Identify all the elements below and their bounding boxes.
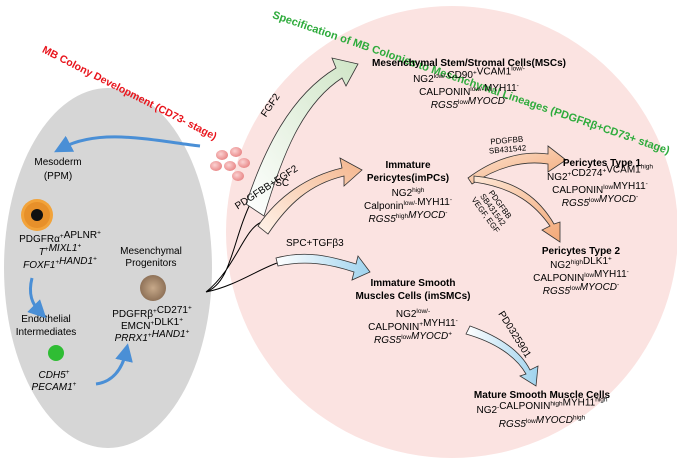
endothelial-markers: CDH5+PECAM1+	[32, 369, 77, 393]
marker-line: PRRX1+HAND1+	[115, 328, 190, 344]
marker-line: NG2low/-CD90+VCAM1low/-	[413, 66, 525, 85]
spc-tgf-arrow	[275, 253, 371, 281]
marker-line: RGS5lowMYOCD+	[374, 330, 452, 346]
ppm-label: (PPM)	[44, 171, 72, 182]
fgf2-arrow	[245, 57, 359, 217]
impc-title-2: Pericytes(imPCs)	[367, 173, 449, 184]
mesenchymal-cell-icon	[140, 275, 166, 301]
pc2-markers: NG2highDLK1+CALPONINlowMYH11-RGS5lowMYOC…	[533, 255, 629, 297]
marker-line: RGS5lowMYOCD-	[543, 281, 619, 297]
marker-line: PDGFRβ+CD271+	[112, 304, 192, 320]
marker-line: CALPONINlow/-MYH11-	[419, 82, 519, 98]
marker-line: NG2high	[392, 187, 425, 199]
intermediates-label: Intermediates	[16, 327, 77, 338]
impc-to-pc1-arrow	[467, 145, 567, 185]
marker-line: RGS5lowMYOCD-	[431, 95, 507, 111]
imsmc-to-msmc-arrow	[465, 325, 539, 387]
marker-line: RGS5lowMYOCDhigh	[499, 414, 586, 430]
pc2-title: Pericytes Type 2	[542, 246, 621, 257]
arrow-mesoderm-to-endothelial	[27, 277, 47, 319]
pdgfbb-fgf2-arrow	[257, 157, 363, 235]
marker-line: PDGFRα+APLNR+	[19, 229, 101, 245]
marker-line: PECAM1+	[32, 381, 77, 393]
arrow-endothelial-to-mesenchymal	[95, 343, 133, 386]
marker-line: CALPONIN+MYH11-	[368, 317, 458, 333]
msmc-markers: NG2-CALPONINhighMYH11highRGS5lowMYOCDhig…	[476, 397, 607, 430]
mesoderm-label: Mesoderm	[34, 157, 81, 168]
marker-line: NG2low/-	[396, 308, 430, 320]
marker-line: T+MIXL1+	[39, 242, 82, 258]
hpsc-cluster-icon	[210, 147, 250, 181]
imsmc-title-2: Muscles Cells (imSMCs)	[355, 291, 470, 302]
mp-markers: PDGFRβ+CD271+EMCN+DLK1+PRRX1+HAND1+	[112, 304, 192, 344]
msc-title: Mesenchymal Stem/Stromal Cells(MSCs)	[372, 58, 566, 69]
mesenchymal-label: Mesenchymal	[120, 246, 182, 257]
marker-line: RGS5highMYOCD-	[369, 209, 448, 225]
imsmc-markers: NG2low/-CALPONIN+MYH11-RGS5lowMYOCD+	[368, 308, 458, 346]
marker-line: NG2highDLK1+	[550, 255, 612, 271]
mesoderm-cell-icon	[21, 199, 53, 231]
arrow-hpsc-to-mesoderm	[54, 135, 201, 153]
spc-tgf-label: SPC+TGFβ3	[286, 238, 344, 249]
marker-line: CALPONINlowMYH11-	[552, 180, 648, 196]
ppm-markers: PDGFRα+APLNR+T+MIXL1+FOXF1+HAND1+	[19, 229, 101, 271]
endothelial-label: Endothelial	[21, 314, 70, 325]
imsmc-title-1: Immature Smooth	[370, 278, 455, 289]
pc1-title: Pericytes Type 1	[563, 158, 642, 169]
impc-title-1: Immature	[385, 160, 430, 171]
msc-markers: NG2low/-CD90+VCAM1low/-CALPONINlow/-MYH1…	[413, 66, 525, 111]
marker-line: Calponinlow/-MYH11-	[364, 196, 452, 212]
pdgfbb-sb-label-2: SB431542	[489, 143, 528, 155]
impc-to-pc2-arrow	[473, 175, 561, 243]
marker-line: NG2-CALPONINhighMYH11high	[476, 397, 607, 416]
msmc-title: Mature Smooth Muscle Cells	[474, 390, 611, 401]
marker-line: NG2+CD274+VCAM1high	[547, 164, 653, 183]
pdgfbb-sb-label-1: PDGFBB	[490, 135, 524, 147]
marker-line: FOXF1+HAND1+	[23, 255, 97, 271]
pc1-markers: NG2+CD274+VCAM1highCALPONINlowMYH11-RGS5…	[547, 164, 653, 209]
endothelial-cell-icon	[48, 345, 64, 361]
lineage-circle	[226, 6, 677, 458]
branch-lines	[205, 199, 281, 293]
progenitors-label: Progenitors	[125, 258, 176, 269]
marker-line: EMCN+DLK1+	[121, 316, 183, 332]
hpsc-label: hPSC	[263, 178, 289, 189]
marker-line: CDH5+	[38, 369, 69, 381]
marker-line: RGS5lowMYOCD-	[562, 193, 638, 209]
marker-line: CALPONINlowMYH11-	[533, 268, 629, 284]
